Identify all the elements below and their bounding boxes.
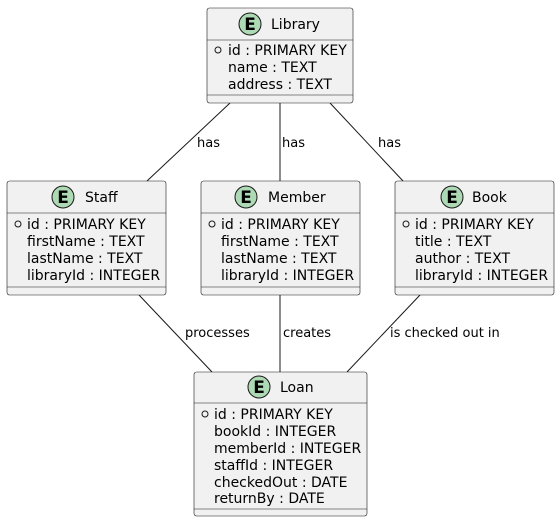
entity-field: firstName : TEXT xyxy=(27,234,145,250)
entity-field: libraryId : INTEGER xyxy=(27,268,160,284)
entity-field: lastName : TEXT xyxy=(27,251,143,267)
entity-field: address : TEXT xyxy=(228,77,332,93)
connector-library-staff xyxy=(146,102,231,182)
entity-badge-letter: E xyxy=(57,188,69,208)
entity-field: author : TEXT xyxy=(415,251,510,267)
entity-loan[interactable]: E Loan id : PRIMARY KEY bookId : INTEGER… xyxy=(193,371,368,517)
entity-library[interactable]: E Library id : PRIMARY KEY name : TEXT a… xyxy=(206,7,354,104)
entity-field: lastName : TEXT xyxy=(221,251,337,267)
entity-field: name : TEXT xyxy=(228,60,317,76)
relation-label-library-book: has xyxy=(378,136,401,151)
relation-label-library-staff: has xyxy=(197,136,220,151)
entity-badge-icon xyxy=(234,185,258,209)
entity-badge-icon xyxy=(51,185,75,209)
entity-field: checkedOut : DATE xyxy=(214,475,347,491)
connector-staff-loan xyxy=(138,294,213,373)
entity-field: libraryId : INTEGER xyxy=(415,268,548,284)
primary-key-icon xyxy=(214,46,222,54)
connector-library-book xyxy=(329,102,404,182)
entity-field: libraryId : INTEGER xyxy=(221,268,354,284)
relation-label-member-loan: creates xyxy=(283,326,331,341)
entity-field: id : PRIMARY KEY xyxy=(228,43,347,59)
entity-badge-icon xyxy=(238,12,262,36)
entity-badge-icon xyxy=(440,185,464,209)
entity-field: memberId : INTEGER xyxy=(214,441,361,457)
primary-key-icon xyxy=(208,220,216,228)
relation-label-library-member: has xyxy=(282,136,305,151)
entity-title: Staff xyxy=(85,190,118,206)
entity-field: title : TEXT xyxy=(415,234,492,250)
entity-badge-icon xyxy=(247,375,271,399)
entity-field: id : PRIMARY KEY xyxy=(221,217,340,233)
entity-title: Member xyxy=(268,190,326,206)
entity-badge-letter: E xyxy=(446,188,458,208)
entity-title: Book xyxy=(472,190,508,206)
entity-field: staffId : INTEGER xyxy=(214,458,333,474)
entity-title: Library xyxy=(271,17,320,33)
entity-field: id : PRIMARY KEY xyxy=(214,407,333,423)
entity-member[interactable]: E Member id : PRIMARY KEY firstName : TE… xyxy=(200,180,361,296)
entity-book[interactable]: E Book id : PRIMARY KEY title : TEXT aut… xyxy=(394,180,555,296)
entity-badge-letter: E xyxy=(244,15,256,35)
relation-label-book-loan: is checked out in xyxy=(390,326,500,341)
entity-staff[interactable]: E Staff id : PRIMARY KEY firstName : TEX… xyxy=(6,180,167,296)
entity-field: id : PRIMARY KEY xyxy=(415,217,534,233)
entity-field: firstName : TEXT xyxy=(221,234,339,250)
connector-book-loan xyxy=(346,294,421,373)
entity-badge-letter: E xyxy=(253,378,265,398)
entity-field: id : PRIMARY KEY xyxy=(27,217,146,233)
primary-key-icon xyxy=(201,410,209,418)
entity-badge-letter: E xyxy=(240,188,252,208)
relation-label-staff-loan: processes xyxy=(185,326,250,341)
primary-key-icon xyxy=(14,220,22,228)
entity-field: bookId : INTEGER xyxy=(214,424,336,440)
entity-field: returnBy : DATE xyxy=(214,491,325,507)
entity-title: Loan xyxy=(280,380,314,396)
primary-key-icon xyxy=(402,220,410,228)
